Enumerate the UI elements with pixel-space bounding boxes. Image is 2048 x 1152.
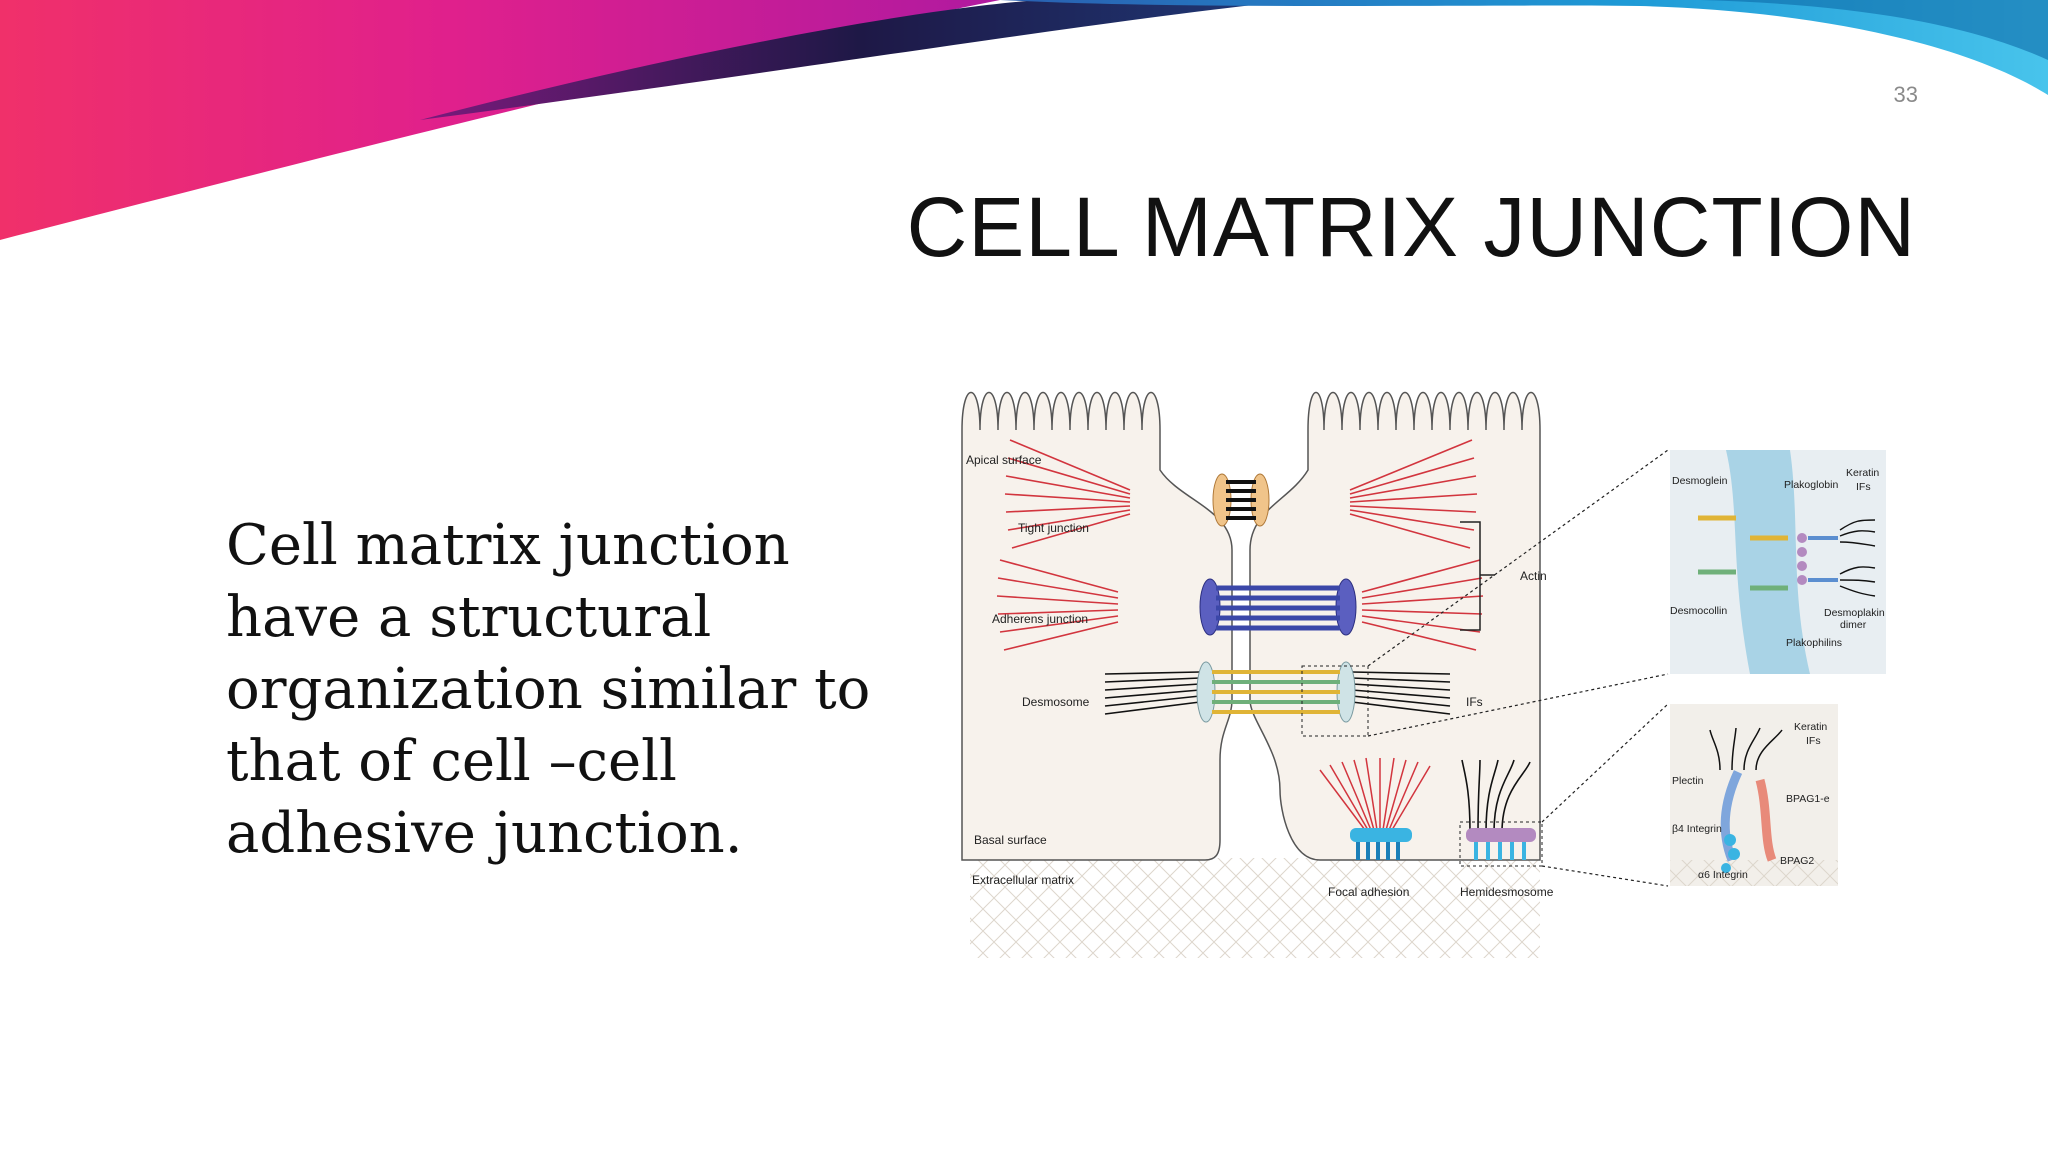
- decorative-swoosh-banner: [0, 0, 2048, 240]
- inset2-label-alpha6-integrin: α6 Integrin: [1698, 869, 1748, 881]
- adherens-junction: [1199, 578, 1357, 636]
- label-adherens-junction: Adherens junction: [992, 612, 1088, 626]
- focal-adhesion: [1319, 757, 1431, 860]
- swoosh-dark: [420, 0, 1300, 120]
- inset-label-desmoplakin: Desmoplakin: [1824, 607, 1885, 619]
- inset2-label-bpag1: BPAG1-e: [1786, 793, 1830, 805]
- inset-label-dimer: dimer: [1840, 619, 1867, 631]
- zoom-connectors: [1367, 449, 1669, 887]
- inset-label-plakoglobin: Plakoglobin: [1784, 479, 1838, 491]
- page-number: 33: [1893, 82, 1918, 107]
- label-actin: Actin: [1520, 569, 1547, 583]
- label-ifs: IFs: [1466, 695, 1483, 709]
- extracellular-matrix-area: [970, 858, 1540, 958]
- label-extracellular-matrix: Extracellular matrix: [972, 873, 1074, 887]
- tight-junction: [1212, 473, 1270, 527]
- inset2-label-keratin: Keratin: [1794, 721, 1827, 733]
- body-text: Cell matrix junction have a structural o…: [226, 513, 871, 866]
- junction-diagram: Apical surface Tight junction Adherens j…: [961, 392, 1886, 958]
- inset-label-ifs: IFs: [1856, 481, 1871, 493]
- label-desmosome: Desmosome: [1022, 695, 1090, 709]
- swoosh-highlight: [1700, 0, 2048, 60]
- desmosome: [1196, 661, 1369, 737]
- inset-hemidesmosome: Keratin IFs Plectin BPAG1-e β4 Integrin …: [1670, 704, 1838, 886]
- inset2-label-plectin: Plectin: [1672, 775, 1704, 787]
- inset2-label-ifs: IFs: [1806, 735, 1821, 747]
- actin-bracket: [1460, 521, 1495, 631]
- inset-desmosome: Desmoglein Plakoglobin Keratin IFs Desmo…: [1670, 450, 1886, 674]
- inset2-label-beta4-integrin: β4 Integrin: [1672, 823, 1722, 835]
- cell-right: [1249, 392, 1541, 861]
- label-apical-surface: Apical surface: [966, 453, 1042, 467]
- label-focal-adhesion: Focal adhesion: [1328, 885, 1409, 899]
- swoosh-magenta: [0, 0, 1000, 240]
- inset-label-desmoglein: Desmoglein: [1672, 475, 1728, 487]
- label-hemidesmosome: Hemidesmosome: [1460, 885, 1554, 899]
- hemidesmosome: [1459, 759, 1543, 867]
- inset2-label-bpag2: BPAG2: [1780, 855, 1814, 867]
- inset-label-desmocollin: Desmocollin: [1670, 605, 1727, 617]
- label-tight-junction: Tight junction: [1018, 521, 1089, 535]
- page-title: CELL MATRIX JUNCTION: [906, 180, 1916, 274]
- inset-label-plakophilins: Plakophilins: [1786, 637, 1842, 649]
- inset-label-keratin: Keratin: [1846, 467, 1879, 479]
- actin-filaments: [996, 439, 1484, 651]
- label-basal-surface: Basal surface: [974, 833, 1047, 847]
